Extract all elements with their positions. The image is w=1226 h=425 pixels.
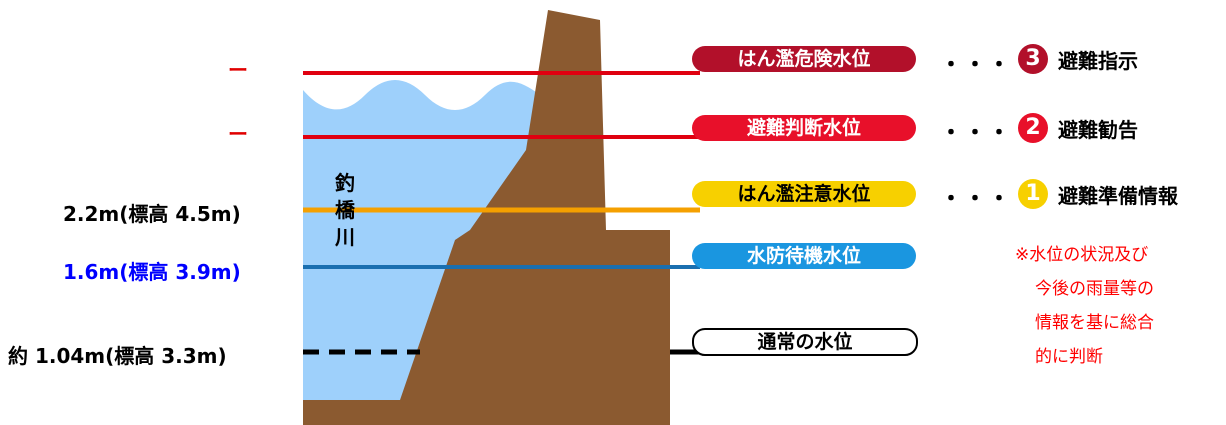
river-name-label: 釣橋川 [333,170,357,251]
action-evacuation-preparation: 1 避難準備情報 [1018,179,1178,209]
levee [303,10,670,425]
flood-caution-pill: はん濫注意水位 [692,181,916,207]
normal-left-label: 約 1.04m(標高 3.3m) [8,344,227,368]
flood-danger-pill: はん濫危険水位 [692,46,916,72]
note-line-2: 今後の雨量等の [1035,279,1154,299]
evacuation-judgment-left-label: ー [228,122,248,146]
flood-danger-left-label: ー [228,58,248,82]
evacuation-judgment-dots: ・・・ [940,121,1013,146]
flood-caution-dots: ・・・ [940,187,1013,212]
flood-standby-left-label: 1.6m(標高 3.9m) [63,260,241,284]
action-evacuation-advisory: 2 避難勧告 [1018,113,1138,143]
river-name: 釣橋川 [335,171,355,249]
evacuation-judgment-pill: 避難判断水位 [692,115,916,141]
judgment-note: ※水位の状況及び 今後の雨量等の 情報を基に総合 的に判断 [1015,238,1154,374]
number-2-icon: 2 [1018,113,1048,143]
normal-pill: 通常の水位 [692,328,918,356]
number-3-icon: 3 [1018,44,1048,74]
action-evacuation-order-label: 避難指示 [1058,48,1138,73]
flood-danger-dots: ・・・ [940,53,1013,78]
flood-caution-left-label: 2.2m(標高 4.5m) [63,202,241,226]
note-line-3: 情報を基に総合 [1035,313,1154,333]
action-evacuation-order: 3 避難指示 [1018,44,1138,74]
note-line-4: 的に判断 [1035,347,1103,367]
action-evacuation-advisory-label: 避難勧告 [1058,117,1138,142]
note-line-1: ※水位の状況及び [1015,245,1149,265]
number-1-icon: 1 [1018,179,1048,209]
action-evacuation-preparation-label: 避難準備情報 [1058,183,1178,208]
flood-standby-pill: 水防待機水位 [692,243,916,269]
